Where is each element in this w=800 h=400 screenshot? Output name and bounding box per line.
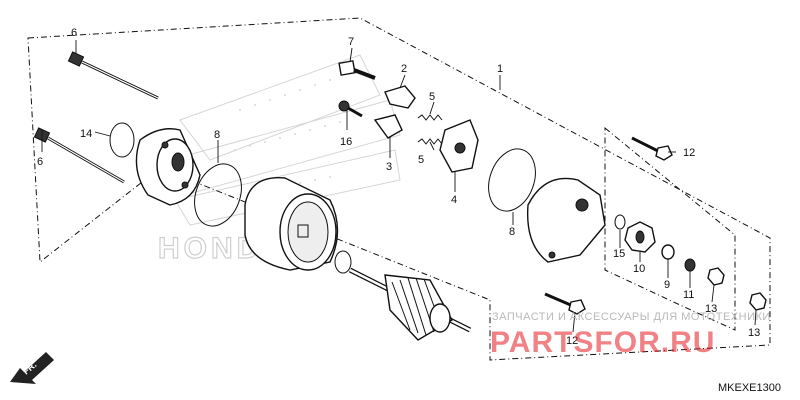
callout-10: 10 (633, 263, 645, 275)
brush-holder-2 (384, 85, 416, 109)
nut-13-lower (749, 292, 767, 311)
leader-lines (41, 40, 757, 333)
brush-plate-4 (439, 119, 479, 173)
callout-1: 1 (497, 63, 503, 75)
bolt-7 (338, 60, 376, 80)
callout-6-upper: 6 (71, 27, 77, 39)
motor-yoke (244, 177, 339, 271)
callout-16: 16 (340, 136, 352, 148)
callout-12-lower: 12 (566, 335, 578, 347)
o-ring-14 (109, 122, 135, 158)
callout-8-right: 8 (509, 226, 515, 238)
callout-6-lower: 6 (37, 156, 43, 168)
callout-14: 14 (80, 128, 92, 140)
callout-5-upper: 5 (429, 91, 435, 103)
callout-11: 11 (683, 289, 694, 301)
callout-3: 3 (386, 161, 392, 173)
nut-13-upper (707, 267, 725, 286)
washer-15 (614, 214, 626, 230)
bolt-12-upper (631, 136, 673, 161)
spring-5-upper (417, 114, 443, 121)
washer-11 (684, 258, 696, 272)
group-frame-left (27, 17, 771, 361)
brush-3 (373, 114, 403, 139)
snap-ring (334, 250, 352, 274)
bolt-16 (338, 100, 363, 118)
watermark-subtitle: ЗАПЧАСТИ И АКСЕССУАРЫ ДЛЯ МОТОТЕХНИКИ (492, 311, 771, 323)
callout-9: 9 (664, 279, 670, 291)
callout-8-left: 8 (214, 129, 220, 141)
callout-13-upper: 13 (705, 303, 717, 315)
long-bolt-upper (67, 51, 159, 100)
o-ring-8-left (194, 163, 242, 227)
callout-15: 15 (613, 248, 625, 260)
callout-5-lower: 5 (418, 154, 424, 166)
fr-arrow: FR. (10, 352, 54, 384)
front-cover (526, 177, 606, 263)
callout-7: 7 (348, 36, 354, 48)
callout-13-lower: 13 (748, 327, 760, 339)
long-bolt-lower (33, 127, 125, 184)
gear-10 (624, 221, 656, 253)
armature (348, 267, 472, 341)
washer-9 (661, 244, 675, 260)
watermark-brand: PARTSFOR.RU (490, 326, 715, 359)
group-frame-right (604, 126, 736, 331)
callout-4: 4 (451, 194, 457, 206)
callout-2: 2 (401, 63, 407, 75)
bolt-12-lower (544, 292, 586, 315)
callout-12-upper: 12 (683, 147, 695, 159)
rear-cover (135, 128, 201, 206)
spring-5-lower (417, 138, 443, 145)
o-ring-8-right (488, 148, 536, 212)
diagram-code: MKEXE1300 (718, 382, 781, 394)
